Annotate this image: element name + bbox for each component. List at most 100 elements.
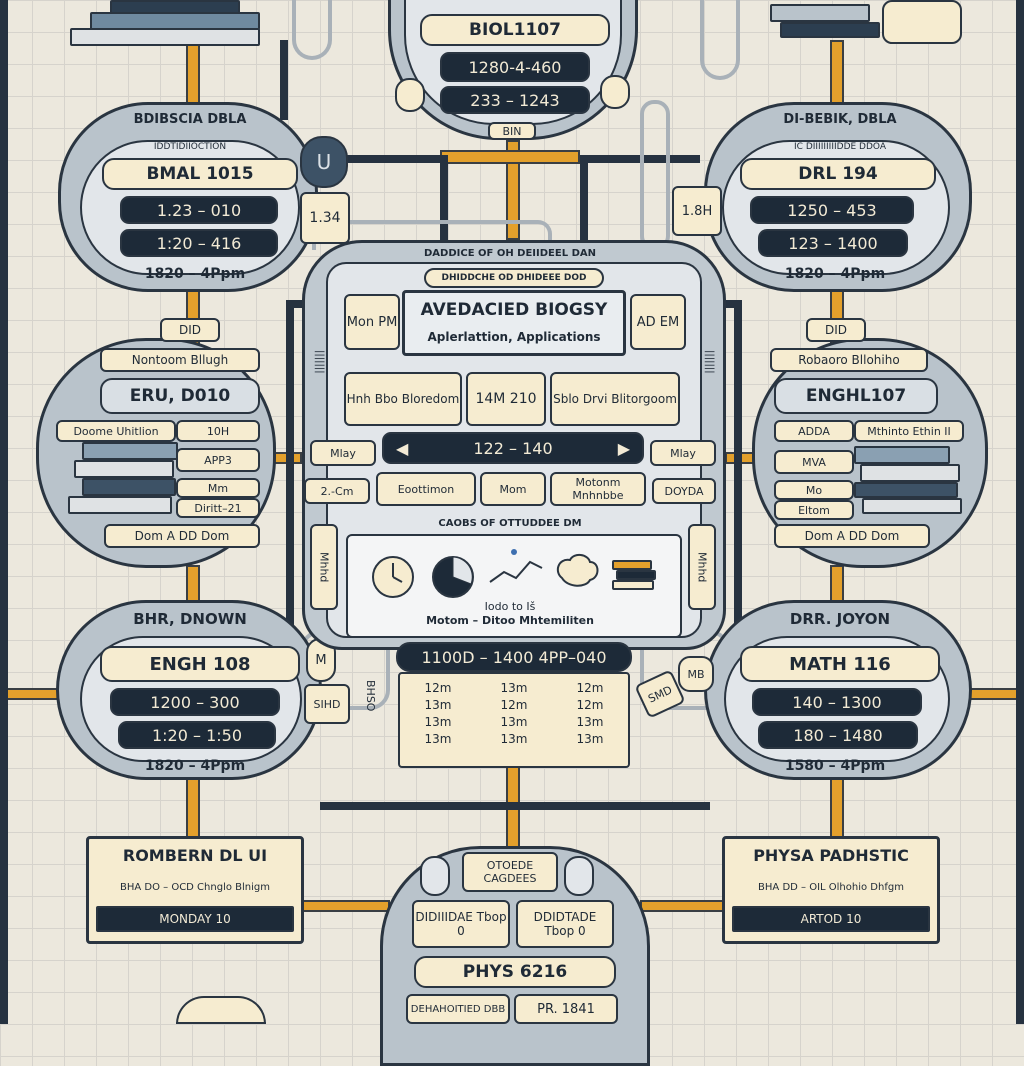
center-row-right: DOYDA [652, 478, 716, 504]
pod-top-left-footer: 1820 – 4Ppm [144, 266, 246, 282]
next-arrow-icon[interactable]: ▶ [617, 438, 630, 458]
pod-mid-right-code[interactable]: ENGHL107 [774, 378, 938, 414]
slot[interactable]: 13m [500, 715, 528, 729]
pod-mid-left-title: Nontoom Bllugh [100, 348, 260, 372]
bottom-pod-foot-left: DEHAHOITIED DBB [406, 994, 510, 1024]
pod-bottom-right-header: DRR. JOYON [789, 610, 891, 628]
pod-mid-left-footer: Dom A DD Dom [104, 524, 260, 548]
pod-top-left-code[interactable]: BMAL 1015 [102, 158, 298, 190]
top-course-code[interactable]: BIOL1107 [420, 14, 610, 46]
pod-bottom-left-footer: 1820 – 4Ppm [144, 758, 246, 774]
center-slot-col-2: 13m 12m 13m 13m [484, 680, 544, 748]
pod-bottom-right-code[interactable]: MATH 116 [740, 646, 940, 682]
top-left-knob [395, 78, 425, 112]
pod-bottom-left-side-3: BHSO [364, 680, 377, 712]
pod-top-right-code[interactable]: DRL 194 [740, 158, 936, 190]
pod-top-left-time-2[interactable]: 1:20 – 416 [120, 229, 278, 257]
pod-top-right-time-2[interactable]: 123 – 1400 [758, 229, 908, 257]
slot[interactable]: 12m [576, 681, 604, 695]
center-time-bar[interactable]: ◀ 122 – 140 ▶ [382, 432, 644, 464]
card-left-title: ROMBERN DL UI [122, 846, 268, 865]
card-right-sub: BHA DD – OIL Olhohio Dhfgm [758, 882, 904, 893]
pod-top-left-tag: U [300, 136, 348, 188]
slot[interactable]: 12m [576, 698, 604, 712]
pod-bottom-right-time-1[interactable]: 140 – 1300 [752, 688, 922, 716]
center-row-left: 2.-Cm [304, 478, 370, 504]
pod-mid-left-row1a: Doome Uhitlion [56, 420, 176, 442]
pod-mid-right-row3a: Mo [774, 480, 854, 500]
pod-bottom-left-code[interactable]: ENGH 108 [100, 646, 300, 682]
bottom-left-corner-deco [176, 996, 266, 1024]
pod-top-right-footer: 1820 – 4Ppm [784, 266, 886, 282]
pod-mid-left-row2: APP3 [176, 448, 260, 472]
center-info-2: 14M 210 [466, 372, 546, 426]
center-info-1: Hnh Bbo Bloredom [344, 372, 462, 426]
pod-top-right-side: 1.8H [672, 186, 722, 236]
pod-mid-right-row2: MVA [774, 450, 854, 474]
bottom-pod-cell-2[interactable]: DDIDTADE Tbop 0 [516, 900, 614, 948]
pod-mid-right-title: Robaoro Bllohiho [770, 348, 928, 372]
top-course-time-1[interactable]: 1280-4-460 [440, 52, 590, 82]
slot[interactable]: 13m [424, 732, 452, 746]
pod-bottom-right-time-2[interactable]: 180 – 1480 [758, 721, 918, 749]
pod-top-left-time-1[interactable]: 1.23 – 010 [120, 196, 278, 224]
pod-mid-right-tag: DID [806, 318, 866, 342]
center-vertical-left: ||||||| [314, 350, 325, 374]
pod-top-right-header: DI-BEBIK, DBLA [783, 112, 897, 127]
slot[interactable]: 12m [424, 681, 452, 695]
bottom-pod-knob-right [564, 856, 594, 896]
pie-chart-icon [432, 556, 474, 598]
card-left-bar[interactable]: MONDAY 10 [96, 906, 294, 932]
slot[interactable]: 13m [424, 698, 452, 712]
center-row-2[interactable]: Mom [480, 472, 546, 506]
pod-mid-left-row1b: 10H [176, 420, 260, 442]
center-time-label: 122 – 140 [473, 438, 553, 458]
top-course-time-2[interactable]: 233 – 1243 [440, 86, 590, 114]
center-schedule-grid [398, 672, 630, 768]
center-slot-col-1: 12m 13m 13m 13m [408, 680, 468, 748]
center-side-left: Mlay [310, 440, 376, 466]
pod-mid-right-row3b: Eltom [774, 500, 854, 520]
pod-bottom-left-header: BHR, DNOWN [133, 610, 247, 628]
top-right-books [770, 0, 970, 48]
bottom-pod-knob-left [420, 856, 450, 896]
pod-mid-right-row1a: ADDA [774, 420, 854, 442]
slot[interactable]: 13m [500, 681, 528, 695]
pod-top-left-sub: IDDTIDIIOCTION [153, 142, 227, 152]
card-right-title: PHYSA PADHSTIC [753, 846, 909, 865]
slot[interactable]: 13m [424, 715, 452, 729]
pod-bottom-left-side-1: M [306, 638, 336, 682]
pod-top-left-side: 1.34 [300, 192, 350, 244]
center-schedule-bar[interactable]: 1100D – 1400 4PP–040 [396, 642, 632, 672]
center-row-1[interactable]: Eoottimon [376, 472, 476, 506]
center-section-label: CAOBS OF OTTUDDEE DM [438, 518, 582, 529]
center-row-3[interactable]: Motonm Mnhnbbe [550, 472, 646, 506]
card-right-bar[interactable]: ARTOD 10 [732, 906, 930, 932]
clock-icon [372, 556, 414, 598]
pod-bottom-left-time-2[interactable]: 1:20 – 1:50 [118, 721, 276, 749]
bottom-pod-cell-1[interactable]: DIDIIIDAE Tbop 0 [412, 900, 510, 948]
center-caption-1: Iodo to Iš [484, 600, 536, 613]
center-subheader: DHIDDCHE OD DHIDEEE DOD [424, 268, 604, 288]
slot[interactable]: 13m [576, 715, 604, 729]
pod-bottom-left-side-2: SIHD [304, 684, 350, 724]
top-left-books [70, 0, 270, 48]
pod-bottom-right-side-1: MB [678, 656, 714, 692]
graph-icon [489, 549, 543, 583]
pod-bottom-left-time-1[interactable]: 1200 – 300 [110, 688, 280, 716]
center-bottom-right: Mhhd [688, 524, 716, 610]
bottom-pod-code[interactable]: PHYS 6216 [414, 956, 616, 988]
slot[interactable]: 13m [576, 732, 604, 746]
center-side-right: Mlay [650, 440, 716, 466]
pod-top-right-time-1[interactable]: 1250 – 453 [750, 196, 914, 224]
pod-mid-left-code[interactable]: ERU, D010 [100, 378, 260, 414]
pod-top-right-sub: IC DIIIIIIIIIDDE DDOA [794, 142, 886, 152]
center-title: AVEDACIED BIOGSY [420, 300, 608, 320]
slot[interactable]: 12m [500, 698, 528, 712]
center-title-box [402, 290, 626, 356]
prev-arrow-icon[interactable]: ◀ [396, 438, 409, 458]
pod-mid-left-tag: DID [160, 318, 220, 342]
center-slot-col-3: 12m 12m 13m 13m [560, 680, 620, 748]
card-left-sub: BHA DO – OCD Chnglo Blnigm [120, 882, 270, 893]
slot[interactable]: 13m [500, 732, 528, 746]
